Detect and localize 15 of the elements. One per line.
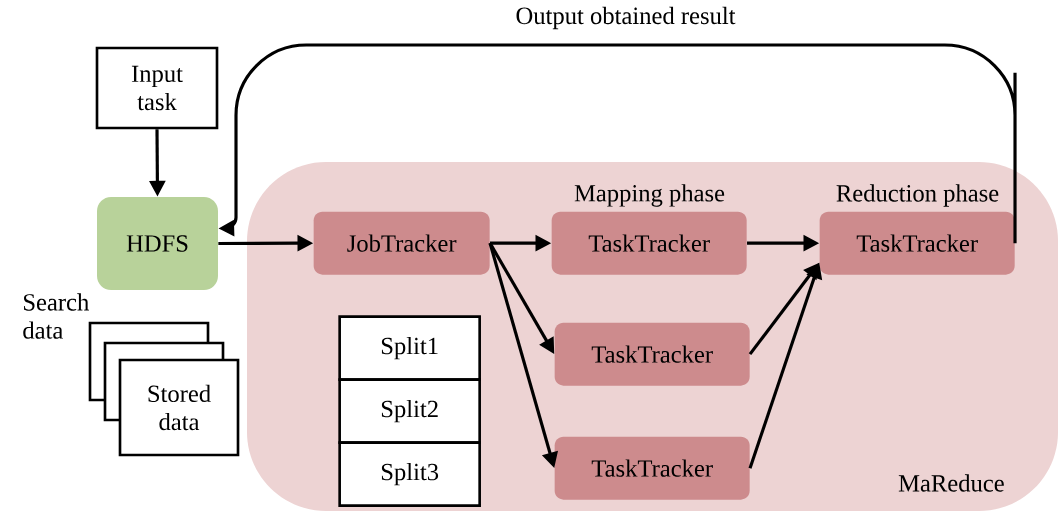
process-box: TaskTracker xyxy=(554,322,750,386)
process-box: Input task xyxy=(95,46,219,130)
process-box: Split3 xyxy=(338,441,481,507)
process-box: TaskTracker xyxy=(554,436,750,500)
process-box: TaskTracker xyxy=(819,211,1015,275)
side-label: Search data xyxy=(23,293,89,339)
phase-heading: Reduction phase xyxy=(836,184,999,207)
storage-box: HDFS xyxy=(97,197,218,290)
document-stack: Stored data xyxy=(88,321,240,457)
edge-label: Output obtained result xyxy=(512,3,740,33)
process-box: Split1 xyxy=(338,315,481,381)
process-box: JobTracker xyxy=(313,211,490,275)
process-box: Split2 xyxy=(338,378,481,444)
process-box: TaskTracker xyxy=(551,211,747,275)
phase-heading: Mapping phase xyxy=(574,184,725,207)
